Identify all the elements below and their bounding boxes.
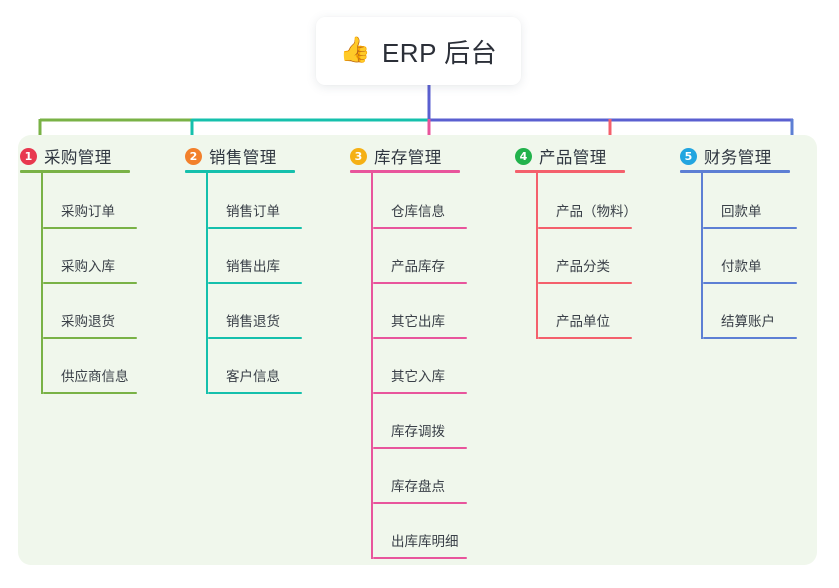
leaf-item[interactable]: 产品单位 <box>536 284 632 339</box>
leaf-item[interactable]: 出库库明细 <box>371 504 467 559</box>
leaf-label: 结算账户 <box>721 314 775 329</box>
leaf-label: 采购订单 <box>61 204 115 219</box>
leaf-label: 回款单 <box>721 204 762 219</box>
leaf-rule <box>373 447 467 449</box>
leaf-label: 供应商信息 <box>61 369 129 384</box>
branches-panel: 1 采购管理采购订单采购入库采购退货供应商信息 2 销售管理销售订单销售出库销售退货客… <box>18 135 817 565</box>
leaf-item[interactable]: 结算账户 <box>701 284 797 339</box>
leaf-item[interactable]: 销售订单 <box>206 174 302 229</box>
leaf-rule <box>373 337 467 339</box>
branch-title-5: 财务管理 <box>704 149 772 167</box>
leaf-item[interactable]: 采购入库 <box>41 229 137 284</box>
branch-title-2: 销售管理 <box>209 149 277 167</box>
branch-header-4[interactable]: 4 产品管理 <box>515 144 607 168</box>
leaf-item[interactable]: 付款单 <box>701 229 797 284</box>
branch-header-3[interactable]: 3 库存管理 <box>350 144 442 168</box>
leaf-label: 产品单位 <box>556 314 610 329</box>
leaf-item[interactable]: 销售退货 <box>206 284 302 339</box>
branch-rule-1 <box>20 170 130 173</box>
branch-rule-3 <box>350 170 460 173</box>
branch-rule-5 <box>680 170 790 173</box>
leaf-label: 销售订单 <box>226 204 280 219</box>
branch-spine-3 <box>371 172 373 559</box>
branch-spine-5 <box>701 172 703 339</box>
leaf-rule <box>538 337 632 339</box>
branch-rule-4 <box>515 170 625 173</box>
branch-header-2[interactable]: 2 销售管理 <box>185 144 277 168</box>
leaf-rule <box>703 227 797 229</box>
branch-badge-3: 3 <box>350 147 367 165</box>
leaf-label: 采购入库 <box>61 259 115 274</box>
leaf-item[interactable]: 客户信息 <box>206 339 302 394</box>
root-title: ERP 后台 <box>381 37 498 68</box>
branch-header-5[interactable]: 5 财务管理 <box>680 144 772 168</box>
branch-badge-4: 4 <box>515 147 532 165</box>
leaf-label: 客户信息 <box>226 369 280 384</box>
leaf-label: 产品（物料） <box>556 204 637 219</box>
leaf-rule <box>208 337 302 339</box>
leaf-item[interactable]: 回款单 <box>701 174 797 229</box>
branch-badge-5: 5 <box>680 147 697 165</box>
root-node[interactable]: 👍 ERP 后台 <box>316 17 521 85</box>
leaf-rule <box>703 337 797 339</box>
leaf-label: 其它出库 <box>391 314 445 329</box>
leaf-label: 库存盘点 <box>391 479 445 494</box>
thumbs-up-icon: 👍 <box>339 35 371 64</box>
leaf-rule <box>373 557 467 559</box>
leaf-item[interactable]: 其它出库 <box>371 284 467 339</box>
leaf-rule <box>208 282 302 284</box>
branch-title-1: 采购管理 <box>44 149 112 167</box>
leaf-rule <box>538 227 632 229</box>
leaf-label: 销售出库 <box>226 259 280 274</box>
leaf-rule <box>373 227 467 229</box>
leaf-item[interactable]: 仓库信息 <box>371 174 467 229</box>
branch-title-3: 库存管理 <box>374 149 442 167</box>
leaf-label: 库存调拨 <box>391 424 445 439</box>
leaf-label: 出库库明细 <box>391 534 459 549</box>
leaf-rule <box>208 392 302 394</box>
leaf-rule <box>373 282 467 284</box>
leaf-item[interactable]: 供应商信息 <box>41 339 137 394</box>
leaf-rule <box>373 502 467 504</box>
leaf-item[interactable]: 其它入库 <box>371 339 467 394</box>
branch-badge-1: 1 <box>20 147 37 165</box>
leaf-item[interactable]: 库存调拨 <box>371 394 467 449</box>
leaf-rule <box>43 337 137 339</box>
leaf-label: 销售退货 <box>226 314 280 329</box>
leaf-label: 仓库信息 <box>391 204 445 219</box>
branch-badge-2: 2 <box>185 147 202 165</box>
leaf-label: 付款单 <box>721 259 762 274</box>
leaf-rule <box>373 392 467 394</box>
leaf-label: 采购退货 <box>61 314 115 329</box>
branch-rule-2 <box>185 170 295 173</box>
leaf-item[interactable]: 产品分类 <box>536 229 632 284</box>
leaf-item[interactable]: 产品库存 <box>371 229 467 284</box>
branch-spine-4 <box>536 172 538 339</box>
leaf-item[interactable]: 采购退货 <box>41 284 137 339</box>
branch-title-4: 产品管理 <box>539 149 607 167</box>
leaf-rule <box>43 392 137 394</box>
leaf-rule <box>703 282 797 284</box>
leaf-rule <box>208 227 302 229</box>
leaf-item[interactable]: 销售出库 <box>206 229 302 284</box>
leaf-label: 产品库存 <box>391 259 445 274</box>
leaf-label: 产品分类 <box>556 259 610 274</box>
branch-spine-2 <box>206 172 208 394</box>
leaf-item[interactable]: 采购订单 <box>41 174 137 229</box>
branch-spine-1 <box>41 172 43 394</box>
leaf-rule <box>43 282 137 284</box>
leaf-item[interactable]: 产品（物料） <box>536 174 637 229</box>
leaf-item[interactable]: 库存盘点 <box>371 449 467 504</box>
leaf-label: 其它入库 <box>391 369 445 384</box>
branch-header-1[interactable]: 1 采购管理 <box>20 144 112 168</box>
leaf-rule <box>538 282 632 284</box>
leaf-rule <box>43 227 137 229</box>
